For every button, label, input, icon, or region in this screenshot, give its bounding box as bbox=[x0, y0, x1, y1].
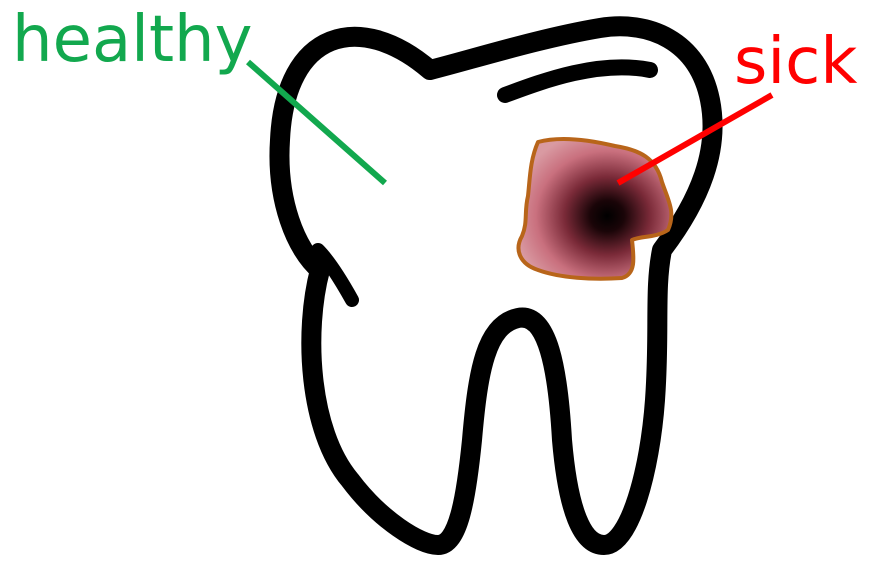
sick-label: sick bbox=[734, 30, 857, 94]
healthy-label: healthy bbox=[12, 8, 252, 72]
